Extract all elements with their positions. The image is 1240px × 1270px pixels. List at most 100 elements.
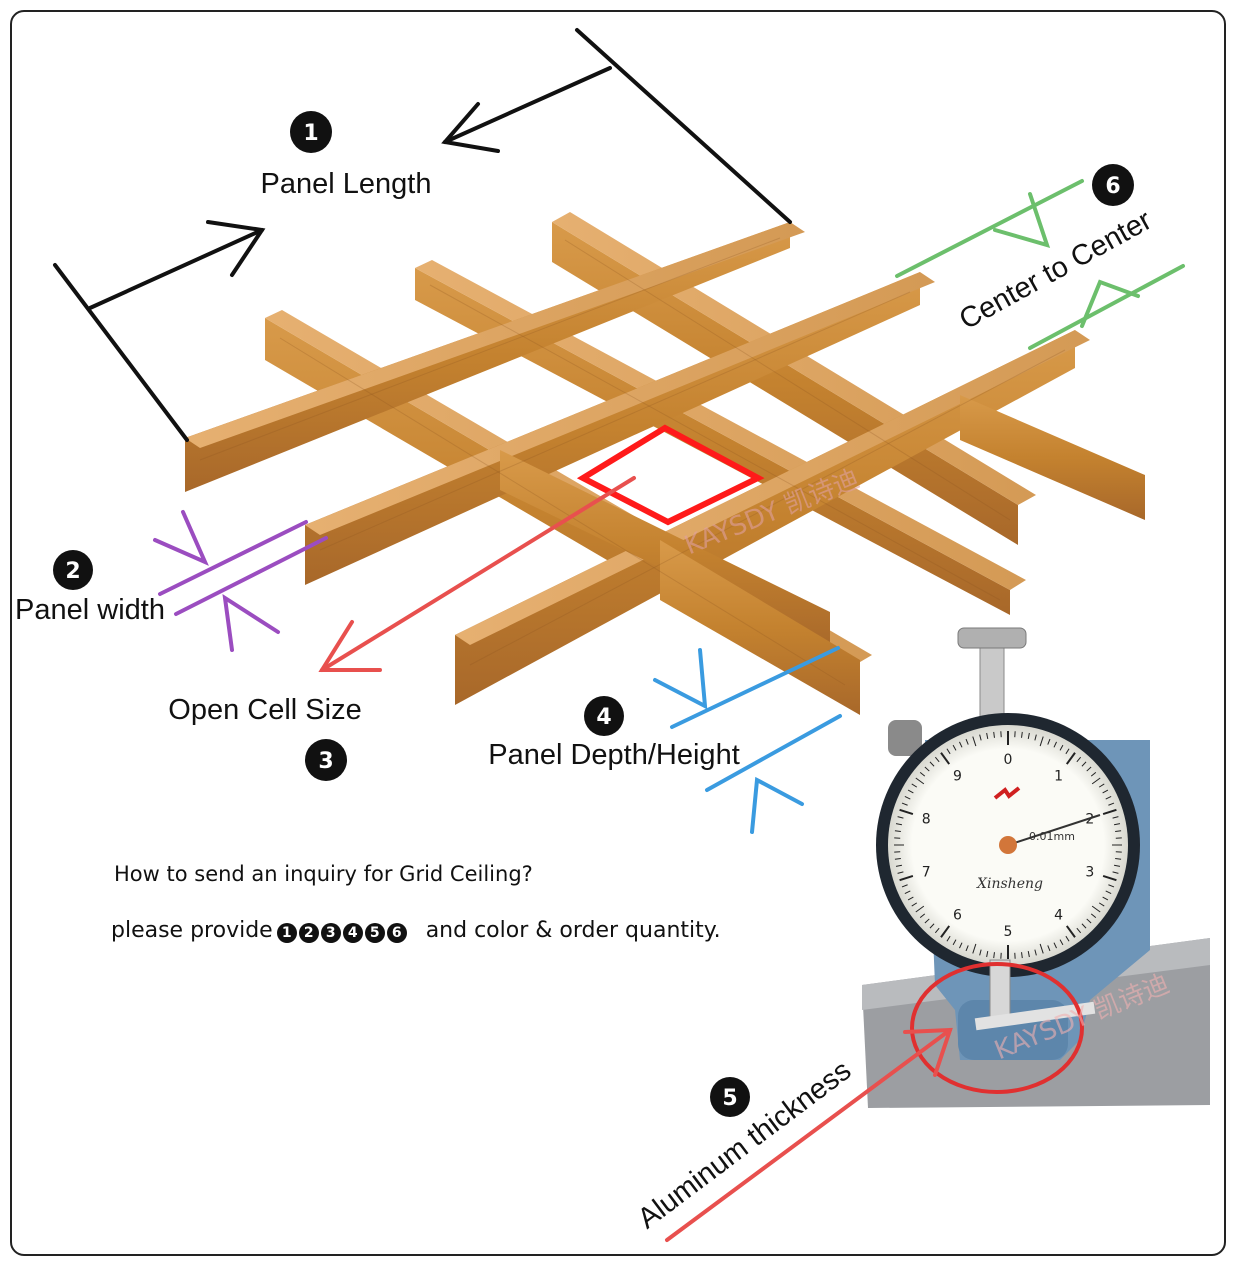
svg-text:1: 1 [303,121,318,146]
dial-tick [959,741,963,748]
inquiry-badge: 3 [320,923,341,943]
dial-tick [1105,890,1112,894]
dial-tick [919,771,926,777]
dial-tick [1091,905,1101,913]
dial-tick [934,756,940,763]
dial-tick [1105,796,1112,800]
open-cell-highlight [576,424,765,526]
dial-tick [1034,949,1037,956]
inquiry-badge: 2 [298,923,319,943]
dial-tick [1108,802,1115,806]
dial-tick [1053,942,1057,949]
dial-tick [959,942,963,949]
svg-text:5: 5 [722,1086,737,1111]
panel-width-label: Panel width [15,594,165,626]
dial-tick [895,864,903,867]
dial-tick [1081,761,1087,767]
thickness-highlight [910,962,1084,1094]
dial-tick [899,874,914,882]
dial-tick [901,884,908,888]
dial-tick [904,796,911,800]
dial-tick [1102,874,1117,882]
dial-tick [1113,864,1121,867]
instruction-suffix: and color & order quantity. [425,918,721,943]
dial-tick [915,777,925,785]
dial-tick [1108,884,1115,888]
dial-tick [919,913,926,919]
dial-tick [895,823,903,826]
dial-tick [1112,871,1119,874]
dial-tick [907,896,914,901]
inquiry-question: How to send an inquiry for Grid Ceiling? [114,862,533,886]
panel-length-dimension [53,28,792,442]
dial-tick [929,761,935,767]
dial-tick [1112,816,1119,819]
dial-tick [924,766,930,772]
dial-tick [924,918,930,924]
dial-tick [993,952,995,959]
dial-tick [979,949,982,956]
dial-tick [907,789,914,794]
wood-grain [199,237,1066,686]
dial-tick [972,736,977,747]
dial-tick [1086,918,1092,924]
dial-tick [972,943,977,954]
aluminum-thickness-arrow [665,1027,953,1242]
dial-number: 8 [922,811,931,827]
dial-tick [899,808,914,816]
dial-tick [940,925,951,938]
dial-tick [940,752,951,765]
dial-tick [894,830,901,832]
panel-depth-dimension [653,646,842,834]
dial-number: 1 [1054,768,1063,784]
dial-tick [1081,923,1087,929]
panel-depth-label: Panel Depth/Height [488,739,740,771]
gauge-unit: 0.01mm [1029,830,1075,843]
inquiry-badge: 6 [386,923,407,943]
dial-tick [986,950,989,958]
dial-tick [897,816,904,819]
dial-number: 0 [1004,752,1013,768]
dial-number: 5 [1004,924,1013,940]
dial-tick [1090,913,1097,919]
dial-tick [1021,731,1023,738]
dial-number: 9 [953,768,962,784]
dial-tick [946,748,951,755]
dial-tick [1053,741,1057,748]
dial-tick [965,945,969,952]
dial-tick [1102,808,1117,816]
center-to-center-label: Center to Center [954,204,1157,336]
dial-tick [952,939,957,946]
open-cell-arrow [318,476,636,672]
center-to-center-dimension [895,179,1185,350]
svg-text:2: 2 [65,559,80,584]
dial-tick [934,927,940,934]
dial-tick [1091,777,1101,785]
inquiry-badge: 1 [276,923,297,943]
grid-ceiling-image [185,212,1145,715]
aluminum-thickness-label: Aluminum thickness [632,1054,857,1235]
badge-1: 1 [290,111,332,153]
instruction-prefix: please provide [111,918,273,943]
svg-text:3: 3 [318,749,333,774]
dial-tick [1065,752,1076,765]
dial-tick [1027,732,1030,740]
open-cell-size-label: Open Cell Size [168,694,361,726]
gauge-logo [993,786,1021,800]
image-border [10,10,1226,1256]
badge-3: 3 [305,739,347,781]
dial-tick [1065,748,1070,755]
dial-tick [1047,738,1051,745]
dial-tick [1039,736,1044,747]
dial-tick [1059,939,1064,946]
dial-tick [1065,935,1070,942]
dial-tick [986,732,989,740]
dial-tick [897,871,904,874]
dial-tick [1115,858,1122,860]
dial-tick [894,858,901,860]
dial-tick [1065,925,1076,938]
svg-text:4: 4 [596,705,611,730]
dial-tick [1059,744,1064,751]
